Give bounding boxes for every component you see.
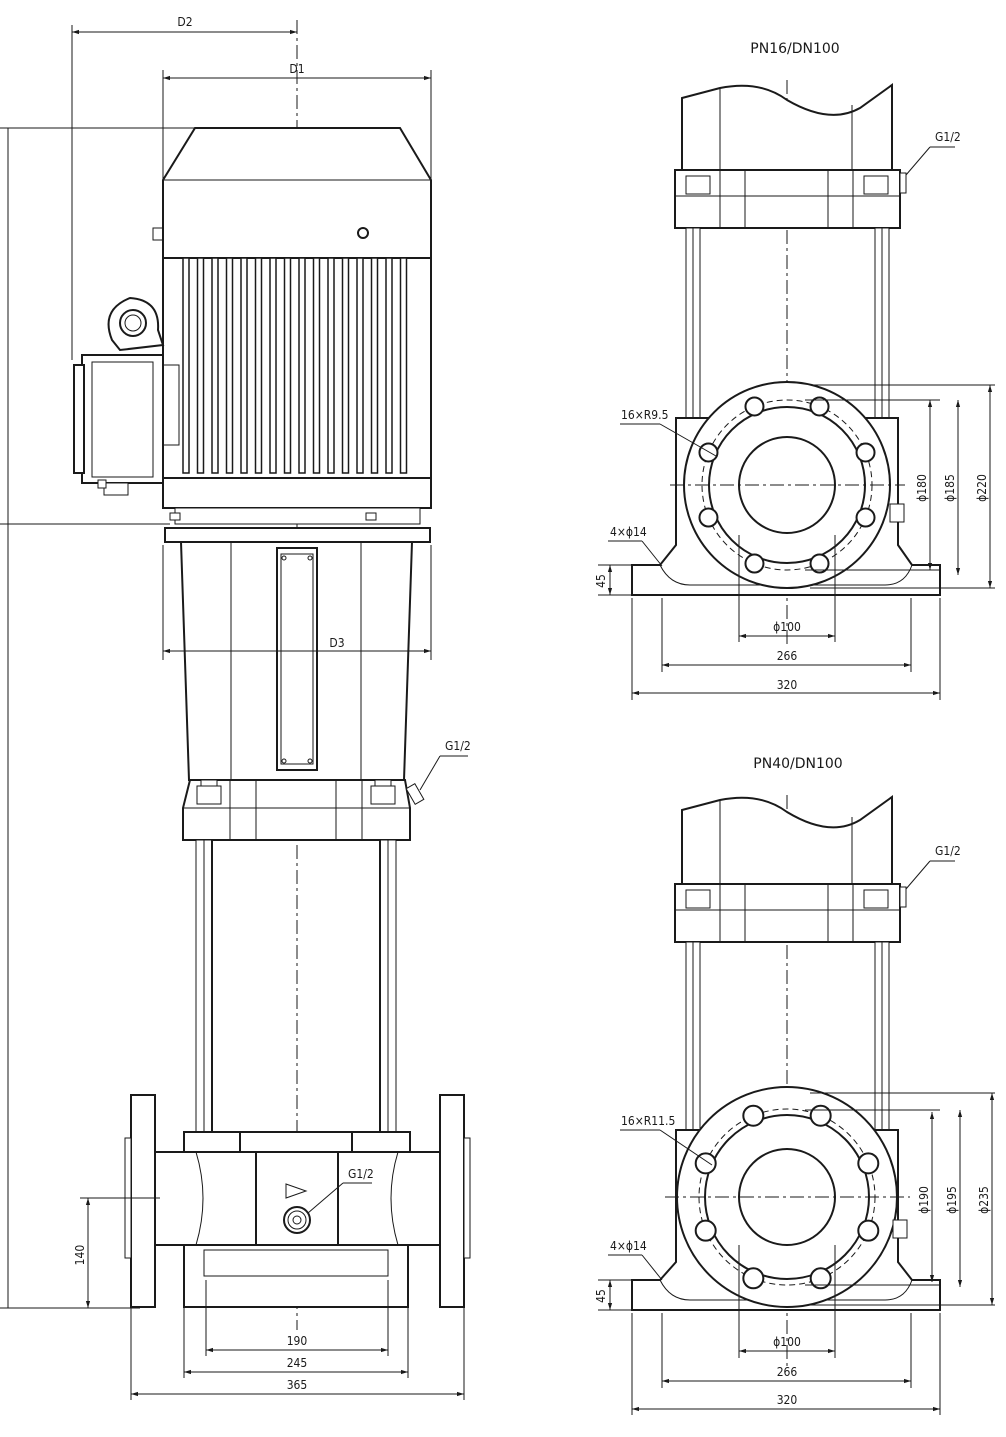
motor-fin xyxy=(312,257,321,474)
motor-body xyxy=(162,257,432,525)
motor-fin xyxy=(399,257,408,474)
pn40-dim-45: 45 xyxy=(594,1289,608,1303)
motor-fin xyxy=(182,257,190,474)
pn16-dim-180: ϕ180 xyxy=(915,474,929,502)
drain-label: G1/2 xyxy=(348,1167,374,1181)
pn40-dim-195: ϕ195 xyxy=(945,1186,959,1214)
flange-bolt-hole xyxy=(698,442,719,463)
flange-bolt-hole xyxy=(698,507,719,528)
d1-label: D1 xyxy=(289,62,304,76)
dimension-d3: D3 xyxy=(162,545,432,660)
d3-label: D3 xyxy=(329,636,344,650)
dimension-d2: D2 xyxy=(71,15,297,360)
motor-fin xyxy=(240,257,248,474)
pn40-dim-100: ϕ100 xyxy=(773,1335,801,1349)
pn40-dim-235: ϕ235 xyxy=(977,1186,991,1214)
pn40-dim-320: 320 xyxy=(777,1393,798,1407)
pn16-side-view: PN16/DN100 G1/2 xyxy=(594,41,995,700)
flange-bolt-hole xyxy=(742,1104,765,1127)
flange-bolt-hole xyxy=(855,507,876,528)
flange-bolt-hole xyxy=(809,553,830,574)
motor-fin xyxy=(341,257,350,474)
motor-stool xyxy=(164,527,431,781)
tie-rods xyxy=(195,839,397,1133)
dim-245-label: 245 xyxy=(287,1356,308,1370)
motor-fin xyxy=(269,257,277,474)
motor-fin xyxy=(385,257,393,474)
pn40-bolt-holes: 16×R11.5 xyxy=(621,1114,675,1128)
pn16-dim-100: ϕ100 xyxy=(773,620,801,634)
pn16-title: PN16/DN100 xyxy=(750,41,839,57)
motor-fin xyxy=(298,257,306,474)
pn40-foot-holes: 4×ϕ14 xyxy=(610,1239,647,1253)
vent-label: G1/2 xyxy=(445,739,471,753)
pn16-dim-185: ϕ185 xyxy=(943,474,957,502)
flange-bolt-hole xyxy=(742,1267,765,1290)
dim-365-label: 365 xyxy=(287,1378,308,1392)
pn40-dim-266: 266 xyxy=(777,1365,798,1379)
pn16-dim-320: 320 xyxy=(777,678,798,692)
pn16-dim-45: 45 xyxy=(594,574,608,588)
dim-140-label: 140 xyxy=(73,1245,87,1266)
front-view: D2 D1 xyxy=(0,15,471,1400)
motor-fin xyxy=(225,257,234,474)
motor-fin xyxy=(254,257,263,474)
dim-190-label: 190 xyxy=(287,1334,308,1348)
flange-bolt-hole xyxy=(809,1267,832,1290)
lifting-eye xyxy=(107,296,165,352)
pn16-dim-266: 266 xyxy=(777,649,798,663)
flange-bolt-hole xyxy=(694,1219,717,1242)
flange-bolt-hole xyxy=(857,1219,880,1242)
motor-fin xyxy=(283,257,292,474)
motor-fin xyxy=(196,257,205,474)
d2-label: D2 xyxy=(177,15,192,29)
pn16-bolt-holes: 16×R9.5 xyxy=(621,408,668,422)
motor-fin xyxy=(356,257,364,474)
motor-fin xyxy=(211,257,219,474)
pn40-side-view: PN40/DN100 G1/2 16×R11.5 xyxy=(594,756,995,1415)
pump-head xyxy=(182,779,411,841)
flange-bolt-hole xyxy=(809,1104,832,1127)
pn40-dim-190: ϕ190 xyxy=(917,1186,931,1214)
motor-fin xyxy=(327,257,335,474)
pn16-dim-220: ϕ220 xyxy=(975,474,989,502)
pn16-vent-label: G1/2 xyxy=(935,130,961,144)
pn40-vent-label: G1/2 xyxy=(935,844,961,858)
pn40-title: PN40/DN100 xyxy=(753,756,842,772)
flange-bolt-hole xyxy=(809,396,830,417)
flange-bolt-hole xyxy=(694,1152,717,1175)
flange-bolt-hole xyxy=(855,442,876,463)
pn16-foot-holes: 4×ϕ14 xyxy=(610,525,647,539)
flange-bolt-hole xyxy=(744,396,765,417)
flange-bolt-hole xyxy=(857,1152,880,1175)
motor-fin xyxy=(370,257,379,474)
vent-plug: G1/2 xyxy=(405,739,471,805)
base-dimensions: 140 190 245 365 xyxy=(73,1197,465,1400)
motor-fan-cover xyxy=(152,127,432,259)
terminal-box xyxy=(73,354,164,496)
flange-bolt-hole xyxy=(744,553,765,574)
